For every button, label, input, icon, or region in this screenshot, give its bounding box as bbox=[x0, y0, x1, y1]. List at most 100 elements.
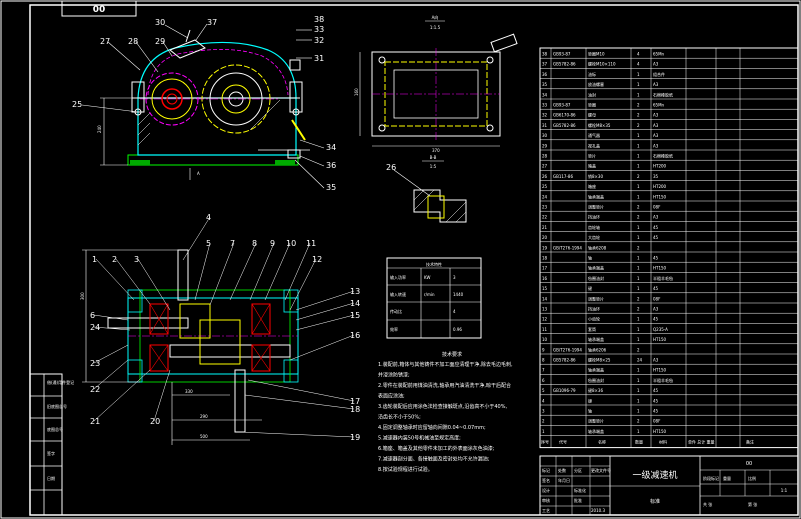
scale: 1:1 bbox=[781, 488, 788, 493]
parts-cell: 35 bbox=[653, 174, 659, 179]
tech-note-line: 7.减速器剖分面、各接触面及密封处均不允许漏油; bbox=[378, 456, 490, 463]
parts-cell: 21 bbox=[542, 225, 548, 230]
parts-cell: 1 bbox=[637, 164, 640, 169]
tb-date: 2010.3 bbox=[591, 508, 605, 513]
dim-front-height: 240 bbox=[97, 125, 102, 133]
parts-cell: 1 bbox=[637, 154, 640, 159]
parts-cell: 螺母 bbox=[588, 112, 596, 118]
parts-cell: 调整垫片 bbox=[588, 418, 604, 424]
parts-cell: 2 bbox=[637, 215, 640, 220]
parts-cell: 1 bbox=[637, 378, 640, 383]
parts-header-cell: 代号 bbox=[559, 439, 567, 445]
parts-cell: A3 bbox=[653, 215, 659, 220]
parts-cell: 4 bbox=[542, 398, 545, 403]
dim-a-width: 370 bbox=[432, 148, 440, 153]
balloon: 26 bbox=[386, 163, 396, 172]
bb-scale: 1:5 bbox=[430, 164, 437, 169]
balloon: 18 bbox=[350, 405, 360, 414]
drawing-code: 00 bbox=[93, 5, 106, 15]
front-view: 240 A bbox=[97, 29, 310, 180]
parts-cell: 11 bbox=[542, 327, 548, 332]
parts-cell: 2 bbox=[637, 113, 640, 118]
parts-cell: 放油螺塞 bbox=[588, 81, 604, 87]
parts-cell: 轴承端盖 bbox=[588, 265, 604, 271]
parts-cell: 螺栓M8×25 bbox=[588, 357, 611, 363]
parts-cell: 65Mn bbox=[653, 52, 665, 57]
parts-cell: 轴承6208 bbox=[588, 244, 607, 250]
parts-cell: 1 bbox=[637, 184, 640, 189]
parts-cell: 31 bbox=[542, 123, 548, 128]
parts-cell: 键 bbox=[588, 397, 592, 403]
tech-cell: 0.96 bbox=[453, 327, 462, 332]
parts-cell: 32 bbox=[542, 113, 548, 118]
balloon: 19 bbox=[350, 433, 360, 442]
parts-cell: 毡圈油封 bbox=[588, 275, 604, 281]
parts-cell: 15 bbox=[542, 286, 548, 291]
front-balloons: 27 28 29 30 37 38 33 32 31 25 34 36 35 bbox=[72, 15, 336, 192]
tb-label: 标准化 bbox=[574, 487, 586, 493]
parts-cell: 石棉橡胶纸 bbox=[653, 153, 673, 159]
parts-cell: 垫片 bbox=[588, 153, 596, 159]
parts-cell: 1 bbox=[637, 133, 640, 138]
parts-cell: 轴 bbox=[588, 408, 592, 414]
code-box bbox=[61, 0, 137, 17]
drawing-title: 一级减速机 bbox=[632, 469, 677, 481]
balloon: 1 bbox=[92, 255, 97, 264]
parts-cell: 毡圈油封 bbox=[588, 377, 604, 383]
balloon: 31 bbox=[314, 54, 324, 63]
balloon: 32 bbox=[314, 36, 324, 45]
parts-cell: 2 bbox=[637, 103, 640, 108]
right-code: 00 bbox=[746, 461, 752, 467]
tech-cell: 1440 bbox=[453, 292, 464, 297]
plan-view: 300 330 290 500 bbox=[80, 249, 299, 445]
tb-label: 工艺 bbox=[542, 508, 550, 513]
parts-cell: 半粗羊毛毡 bbox=[653, 275, 673, 281]
parts-cell: 4 bbox=[637, 52, 640, 57]
tb-label: 签名 bbox=[542, 477, 550, 483]
parts-cell: 45 bbox=[653, 398, 659, 403]
parts-cell: 30 bbox=[542, 133, 548, 138]
parts-header-cell: 备注 bbox=[746, 439, 754, 445]
dim-plan-height: 300 bbox=[80, 292, 85, 300]
balloon: 9 bbox=[270, 239, 275, 248]
parts-cell: 轴承6206 bbox=[588, 346, 607, 352]
parts-cell: 3 bbox=[542, 409, 545, 414]
parts-cell: 1 bbox=[637, 92, 640, 97]
parts-cell: 34 bbox=[542, 92, 548, 97]
parts-cell: 2 bbox=[637, 296, 640, 301]
balloon: 2 bbox=[112, 255, 117, 264]
parts-cell: 1 bbox=[637, 276, 640, 281]
parts-cell: GB5782-86 bbox=[553, 123, 576, 128]
parts-cell: A3 bbox=[653, 62, 659, 67]
parts-cell: 08F bbox=[653, 296, 661, 301]
balloon: 22 bbox=[90, 385, 100, 394]
parts-cell: 2 bbox=[637, 419, 640, 424]
parts-cell: 齿轮轴 bbox=[588, 224, 600, 230]
parts-cell: 45 bbox=[653, 286, 659, 291]
parts-cell: 1 bbox=[637, 409, 640, 414]
tb-label: 设计 bbox=[542, 487, 550, 493]
parts-cell: 1 bbox=[637, 327, 640, 332]
tb-label: 批准 bbox=[574, 497, 582, 503]
balloon: 36 bbox=[326, 161, 336, 170]
parts-cell: 16 bbox=[542, 276, 548, 281]
parts-cell: 小齿轮 bbox=[588, 316, 600, 322]
balloon: 30 bbox=[155, 18, 165, 27]
tech-notes-title: 技术要求 bbox=[442, 351, 462, 358]
parts-cell: 1 bbox=[637, 82, 640, 87]
parts-cell: 石棉橡胶纸 bbox=[653, 91, 673, 97]
parts-cell: 23 bbox=[542, 205, 548, 210]
parts-cell: 键8×36 bbox=[588, 387, 603, 393]
parts-cell: 27 bbox=[542, 164, 548, 169]
parts-cell: GB/T276-1994 bbox=[553, 347, 582, 352]
parts-header-cell: 名称 bbox=[598, 439, 606, 445]
tech-cell: 输入功率 bbox=[390, 274, 406, 280]
balloon: 34 bbox=[326, 143, 336, 152]
balloon: 37 bbox=[207, 18, 217, 27]
parts-cell: GB5782-86 bbox=[553, 358, 576, 363]
parts-cell: 1 bbox=[637, 337, 640, 342]
parts-cell: 大齿轮 bbox=[588, 234, 600, 240]
tech-cell: 传动比 bbox=[390, 308, 402, 314]
